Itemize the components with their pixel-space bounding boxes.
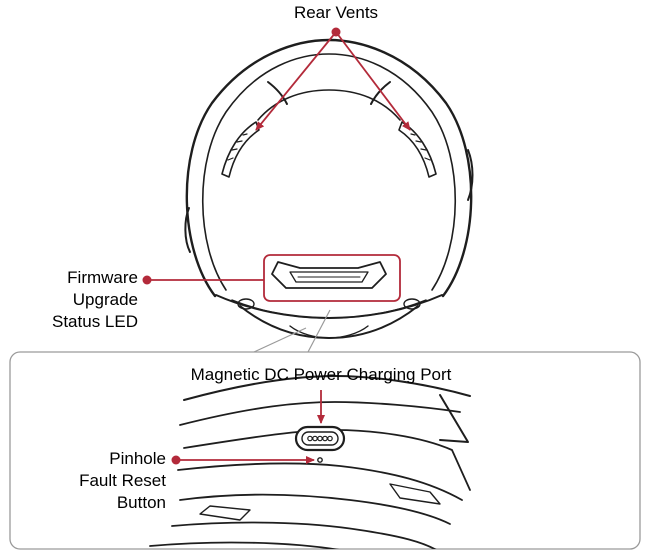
firmware-led-line-2: Upgrade [72,290,138,309]
pinhole [317,457,323,463]
label-firmware-led: Firmware Upgrade Status LED [14,267,138,333]
zoom-line-left [253,327,307,353]
bottom-trim-inner [231,299,330,319]
side-module-left [184,207,191,253]
helmet-inner-shell [202,53,456,291]
rear-vents-callout [255,27,411,131]
top-fin-right [370,81,391,105]
charging-port-text: Magnetic DC Power Charging Port [190,365,452,384]
rear-spoiler [257,89,401,121]
detail-illustration [149,375,471,549]
firmware-led-line-1: Firmware [67,268,138,287]
led-highlight-box [263,254,401,302]
helmet-illustration [184,38,474,339]
firmware-led-callout [142,254,401,302]
top-fin-left [267,81,288,105]
zoom-line-right [307,309,331,353]
side-module-right [467,149,474,201]
fault-reset-line-2: Fault Reset [79,471,166,490]
firmware-led-line-3: Status LED [52,312,138,331]
rear-vent-left [221,121,260,178]
pinhole-callout [171,455,315,465]
helmet-outer-shell [185,38,473,298]
label-charging-port: Magnetic DC Power Charging Port [160,364,482,386]
fault-reset-line-1: Pinhole [109,449,166,468]
label-rear-vents: Rear Vents [276,2,396,24]
led-housing [271,261,387,289]
rear-vent-right [398,121,437,178]
rear-vents-text: Rear Vents [293,3,379,22]
fault-reset-line-3: Button [116,493,166,512]
charging-port [294,425,346,452]
label-fault-reset: Pinhole Fault Reset Button [40,448,166,514]
